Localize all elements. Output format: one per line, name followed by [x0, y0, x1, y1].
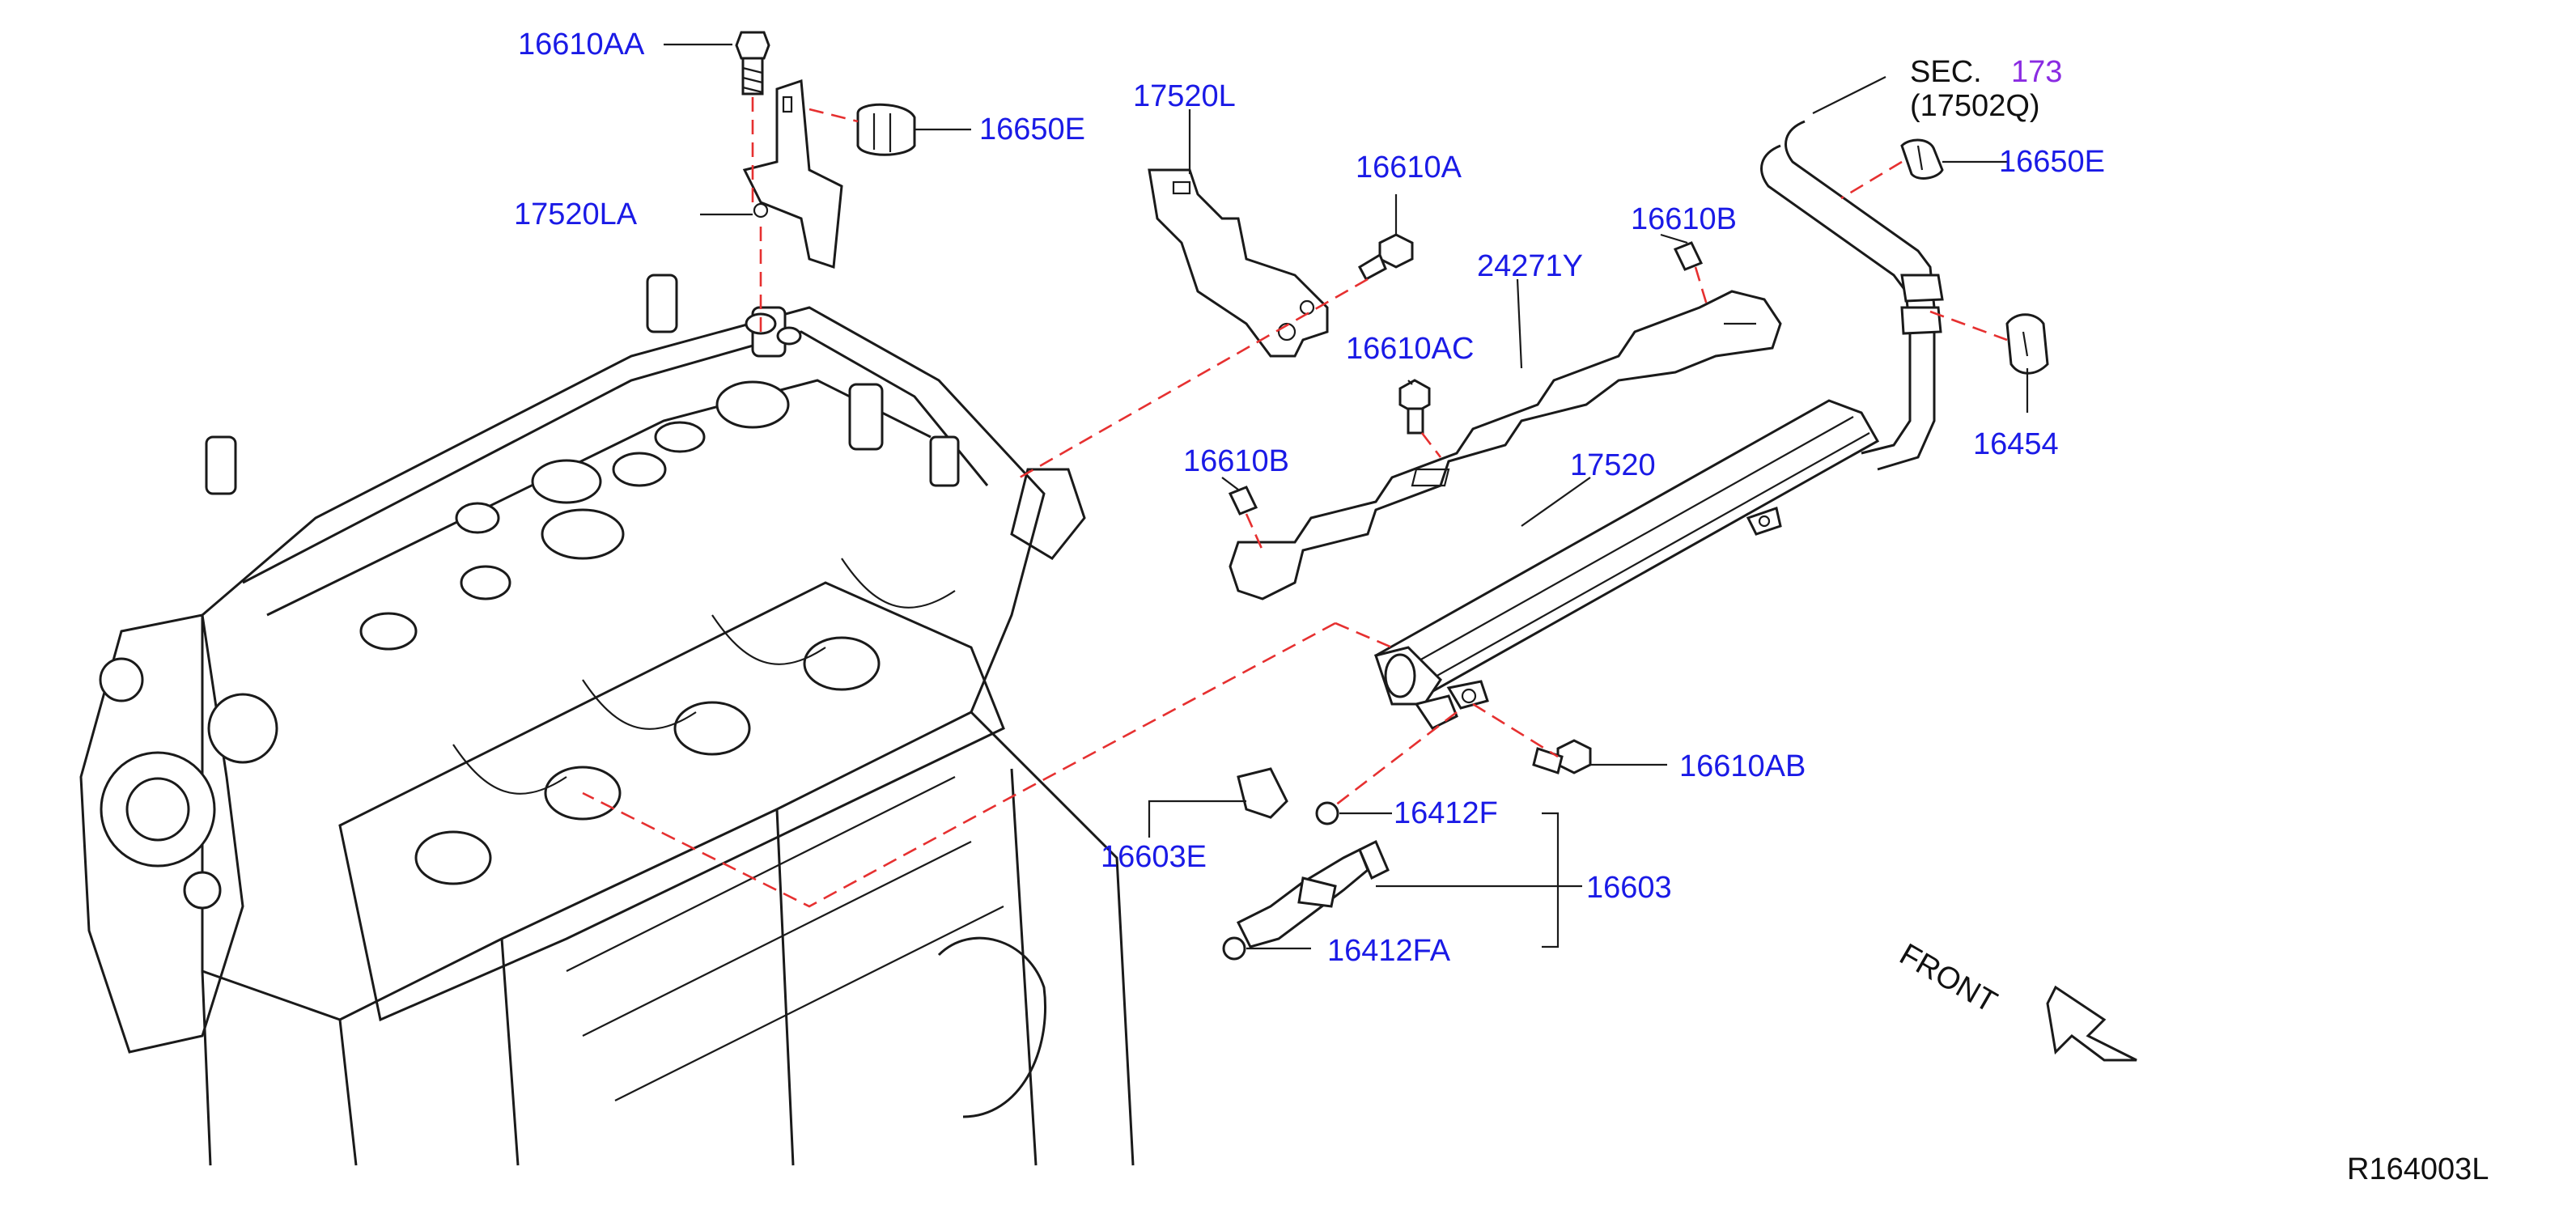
label-16650E-top[interactable]: 16650E	[979, 112, 1086, 146]
front-arrow-icon	[2046, 985, 2137, 1062]
label-16603E[interactable]: 16603E	[1101, 840, 1207, 874]
fuel-rail-17520-drawing	[1374, 399, 1880, 730]
clip-16454-drawing	[2005, 313, 2049, 375]
bolt-16610AC-drawing	[1398, 379, 1431, 435]
engine-assembly	[79, 274, 1135, 1166]
bracket-17520LA-group	[735, 31, 916, 269]
label-16610B-left[interactable]: 16610B	[1183, 444, 1290, 478]
diagram-code: R164003L	[2347, 1152, 2489, 1186]
injector-group	[1222, 767, 1390, 961]
label-16650E-right[interactable]: 16650E	[1999, 145, 2106, 179]
label-16603[interactable]: 16603	[1586, 871, 1672, 905]
label-16412F[interactable]: 16412F	[1394, 796, 1498, 830]
label-16610AC[interactable]: 16610AC	[1346, 332, 1475, 366]
label-16610A[interactable]: 16610A	[1356, 151, 1462, 185]
bracket-17520L-group	[1148, 168, 1414, 358]
label-16610AA[interactable]: 16610AA	[518, 28, 645, 62]
bolt-16610AA-drawing	[735, 31, 770, 95]
label-17520LA[interactable]: 17520LA	[514, 197, 638, 231]
label-24271Y[interactable]: 24271Y	[1477, 249, 1584, 283]
bolt-16610AB-drawing	[1532, 739, 1592, 774]
intake-ports	[414, 636, 881, 885]
fuel-tube-group	[1760, 120, 2049, 471]
label-16412FA[interactable]: 16412FA	[1327, 934, 1451, 968]
label-16454[interactable]: 16454	[1973, 427, 2059, 461]
insulator-24271Y-group	[1228, 241, 1782, 600]
clip-16650E-drawing	[856, 103, 916, 156]
alignment-dashes	[582, 97, 2008, 908]
cover-bosses	[359, 380, 790, 651]
label-17520L[interactable]: 17520L	[1133, 79, 1236, 113]
label-16610AB[interactable]: 16610AB	[1679, 749, 1806, 783]
label-17520[interactable]: 17520	[1570, 448, 1656, 482]
section-ref-part: (17502Q)	[1910, 89, 2040, 123]
section-ref-number[interactable]: 173	[2011, 55, 2063, 89]
label-16610B-top[interactable]: 16610B	[1631, 202, 1738, 236]
leader-lines	[664, 43, 2029, 950]
bolt-16610A-drawing	[1358, 233, 1414, 282]
section-ref-sec: SEC.	[1910, 55, 1982, 89]
clip-16650E-right-drawing	[1900, 138, 1944, 180]
